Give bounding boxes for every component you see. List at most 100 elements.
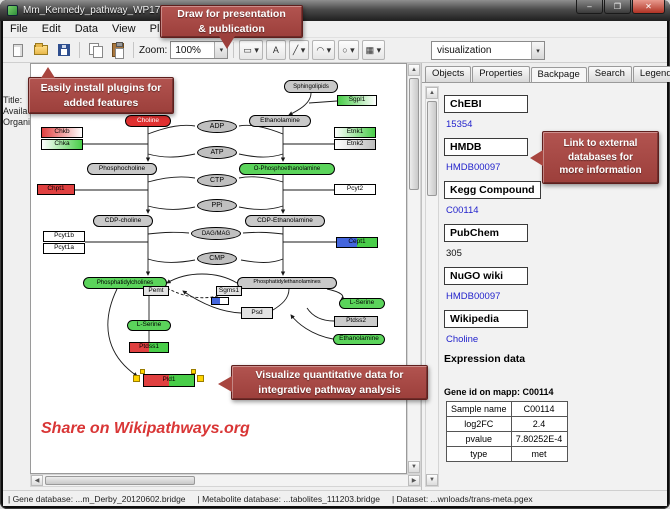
open-file-button[interactable]: [31, 40, 51, 60]
menu-view[interactable]: View: [111, 23, 136, 35]
node-phosphatidylethanolamines[interactable]: Phosphatidylethanolamines: [237, 277, 337, 289]
node-chkb[interactable]: Chkb: [41, 127, 83, 138]
scrollbar-thumb[interactable]: [409, 78, 419, 190]
paste-icon: [112, 42, 124, 59]
tab-search[interactable]: Search: [587, 66, 632, 82]
table-cell: 2.4: [510, 416, 568, 432]
node-pemt[interactable]: Pemt: [143, 286, 169, 296]
selection-handle[interactable]: [191, 369, 196, 374]
node-ptdss1[interactable]: Ptdss1: [129, 342, 169, 353]
menu-edit[interactable]: Edit: [41, 23, 61, 35]
table-row: pvalue 7.80252E-4: [446, 431, 568, 447]
label-tool-button[interactable]: A: [265, 40, 286, 60]
node-chpt1[interactable]: Chpt1: [37, 184, 75, 195]
line-tool-button[interactable]: ╱ ▾: [288, 40, 310, 60]
node-o-phosphoethanolamine[interactable]: O-Phosphoethanolamine: [239, 163, 335, 175]
app-icon: [7, 5, 18, 16]
node-adp[interactable]: ADP: [197, 120, 237, 133]
tab-objects[interactable]: Objects: [425, 66, 472, 82]
property-label-availability: Availa: [3, 106, 28, 116]
status-metabolite-database: | Metabolite database: ...tabolites_1112…: [197, 493, 380, 504]
backpage-header-hmdb: HMDB: [444, 138, 528, 156]
node-ppi[interactable]: PPi: [197, 199, 237, 212]
node-dag-mag[interactable]: DAG/MAG: [191, 227, 241, 240]
scroll-right-icon[interactable]: ▶: [408, 475, 420, 486]
scroll-left-icon[interactable]: ◀: [31, 475, 43, 486]
node-sphingolipids[interactable]: Sphingolipids: [284, 80, 338, 93]
node-cdp-ethanolamine[interactable]: CDP-Ethanolamine: [245, 215, 325, 227]
arc-tool-button[interactable]: ◠ ▾: [312, 40, 336, 60]
backpage-header-wikipedia: Wikipedia: [444, 310, 528, 328]
scroll-down-icon[interactable]: ▼: [426, 474, 438, 486]
backpage-scrollbar[interactable]: ▲ ▼: [425, 86, 439, 487]
hmdb-id-link[interactable]: HMDB00097: [446, 162, 501, 173]
node-pld1-selected[interactable]: Pld1: [143, 374, 195, 387]
paste-button[interactable]: [108, 40, 128, 60]
toolbar-separator: [133, 42, 134, 58]
callout-draw-presentation: Draw for presentation & publication: [160, 5, 303, 49]
menu-data[interactable]: Data: [74, 23, 98, 35]
node-etnk2[interactable]: Etnk2: [334, 139, 376, 150]
node-cept1[interactable]: Cept1: [336, 237, 378, 248]
wikipedia-link[interactable]: Choline: [446, 334, 479, 345]
zoom-combobox[interactable]: 100% ▾: [170, 41, 229, 59]
side-panel: Objects Properties Backpage Search Legen…: [421, 63, 670, 490]
shape-tool-button[interactable]: ○ ▾: [338, 40, 359, 60]
kegg-id-link[interactable]: C00114: [446, 205, 479, 216]
scrollbar-thumb[interactable]: [45, 476, 195, 485]
node-ptdss2[interactable]: Ptdss2: [334, 316, 378, 327]
scroll-up-icon[interactable]: ▲: [426, 87, 438, 99]
node-psd[interactable]: Psd: [241, 307, 273, 319]
selection-handle[interactable]: [133, 375, 140, 382]
menu-file[interactable]: File: [10, 23, 28, 35]
new-file-button[interactable]: [8, 40, 28, 60]
node-cmp[interactable]: CMP: [197, 252, 237, 265]
scroll-up-icon[interactable]: ▲: [408, 64, 420, 76]
canvas-vertical-scrollbar[interactable]: ▲ ▼: [407, 63, 421, 474]
status-dataset: | Dataset: ...wnloads/trans-meta.pgex: [391, 493, 533, 504]
scroll-down-icon[interactable]: ▼: [408, 461, 420, 473]
node-phosphocholine[interactable]: Phosphocholine: [87, 163, 157, 175]
node-pcyt2[interactable]: Pcyt2: [334, 184, 376, 195]
minimize-button[interactable]: –: [576, 0, 603, 14]
node-l-serine-right[interactable]: L-Serine: [339, 298, 385, 309]
close-button[interactable]: ✕: [632, 0, 665, 14]
node-ethanolamine-right[interactable]: Ethanolamine: [333, 334, 385, 345]
scrollbar-thumb[interactable]: [427, 101, 437, 196]
node-data-box[interactable]: [211, 297, 229, 305]
visualization-combobox[interactable]: visualization ▾: [431, 41, 545, 60]
template-tool-button[interactable]: ▦ ▾: [361, 40, 386, 60]
selection-handle[interactable]: [140, 369, 145, 374]
maximize-button[interactable]: ❐: [604, 0, 631, 14]
node-sgpl1[interactable]: Sgpl1: [337, 95, 377, 106]
backpage-panel: ▲ ▼ ChEBI 15354 HMDB HMDB00097 Kegg Comp…: [422, 82, 667, 490]
node-ctp[interactable]: CTP: [197, 174, 237, 187]
node-sgms1[interactable]: Sgms1: [216, 286, 242, 296]
toolbar: Zoom: 100% ▾ ▭ ▾ A ╱ ▾ ◠ ▾ ○ ▾ ▦ ▾ visua…: [3, 38, 667, 63]
tab-legend[interactable]: Legend: [632, 66, 670, 82]
node-l-serine-left[interactable]: L-Serine: [127, 320, 171, 331]
node-atp[interactable]: ATP: [197, 146, 237, 159]
tab-backpage[interactable]: Backpage: [530, 67, 587, 83]
nugo-id-link[interactable]: HMDB00097: [446, 291, 501, 302]
chebi-id-link[interactable]: 15354: [446, 119, 473, 130]
table-row: Sample name C00114: [446, 401, 568, 417]
node-cdp-choline[interactable]: CDP-choline: [93, 215, 153, 227]
node-pcyt1b[interactable]: Pcyt1b: [43, 231, 85, 242]
pathway-canvas[interactable]: Sphingolipids Sgpl1 Choline ADP Ethanola…: [30, 63, 407, 474]
selection-handle[interactable]: [197, 375, 204, 382]
node-etnk1[interactable]: Etnk1: [334, 127, 376, 138]
tab-properties[interactable]: Properties: [472, 66, 530, 82]
node-choline[interactable]: Choline: [125, 115, 171, 127]
copy-button[interactable]: [85, 40, 105, 60]
datanode-tool-button[interactable]: ▭ ▾: [239, 40, 263, 60]
node-chka[interactable]: Chka: [41, 139, 83, 150]
node-pcyt1a[interactable]: Pcyt1a: [43, 243, 85, 254]
chevron-down-icon[interactable]: ▾: [531, 42, 544, 59]
node-ethanolamine[interactable]: Ethanolamine: [249, 115, 311, 127]
backpage-header-nugo: NuGO wiki: [444, 267, 528, 285]
canvas-horizontal-scrollbar[interactable]: ◀ ▶: [30, 474, 421, 487]
title-bar[interactable]: Mm_Kennedy_pathway_WP1771_45176.gpml – ❐…: [0, 0, 670, 21]
save-button[interactable]: [54, 40, 74, 60]
